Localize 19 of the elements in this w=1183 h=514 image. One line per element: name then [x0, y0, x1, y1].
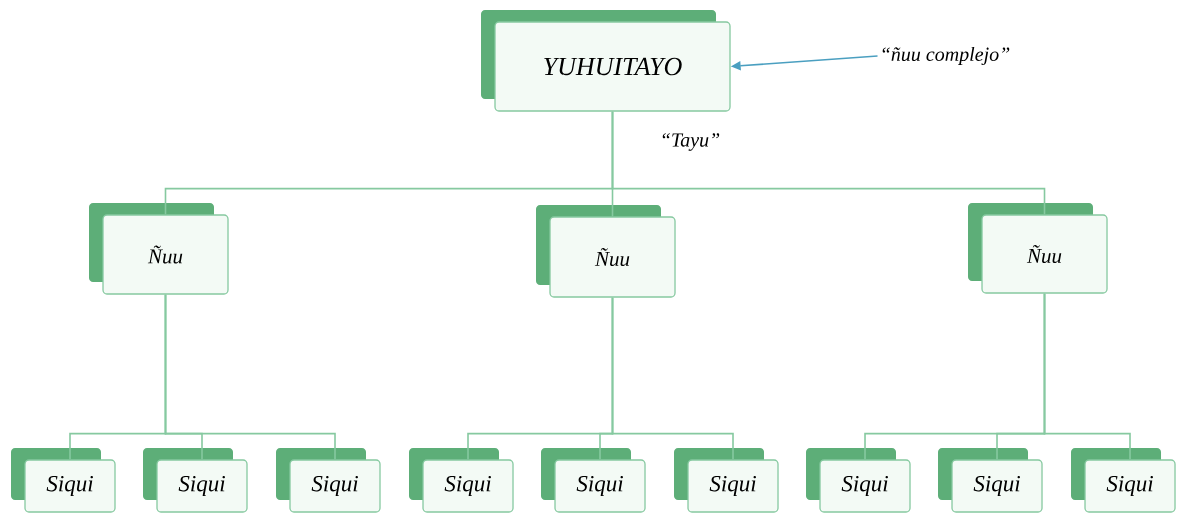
box: Siqui — [409, 448, 514, 513]
box: Siqui — [938, 448, 1043, 513]
box: Ñuu — [968, 203, 1108, 294]
box: Siqui — [143, 448, 248, 513]
note-text: “ñuu complejo” — [882, 46, 1010, 66]
box: Ñuu — [89, 203, 229, 295]
connector-line — [1043, 292, 1131, 461]
box: Siqui — [541, 448, 646, 513]
connector-line — [611, 296, 734, 461]
note-text: “Tayu” — [662, 133, 720, 151]
box: YUHUITAYO — [481, 10, 731, 112]
box: Siqui — [674, 448, 779, 513]
box: Siqui — [11, 448, 116, 513]
box: Siqui — [1071, 448, 1176, 513]
box: Ñuu — [536, 205, 676, 298]
connector-line — [611, 110, 1046, 216]
connector-line — [164, 293, 336, 461]
box: Siqui — [806, 448, 911, 513]
box: Siqui — [276, 448, 381, 513]
